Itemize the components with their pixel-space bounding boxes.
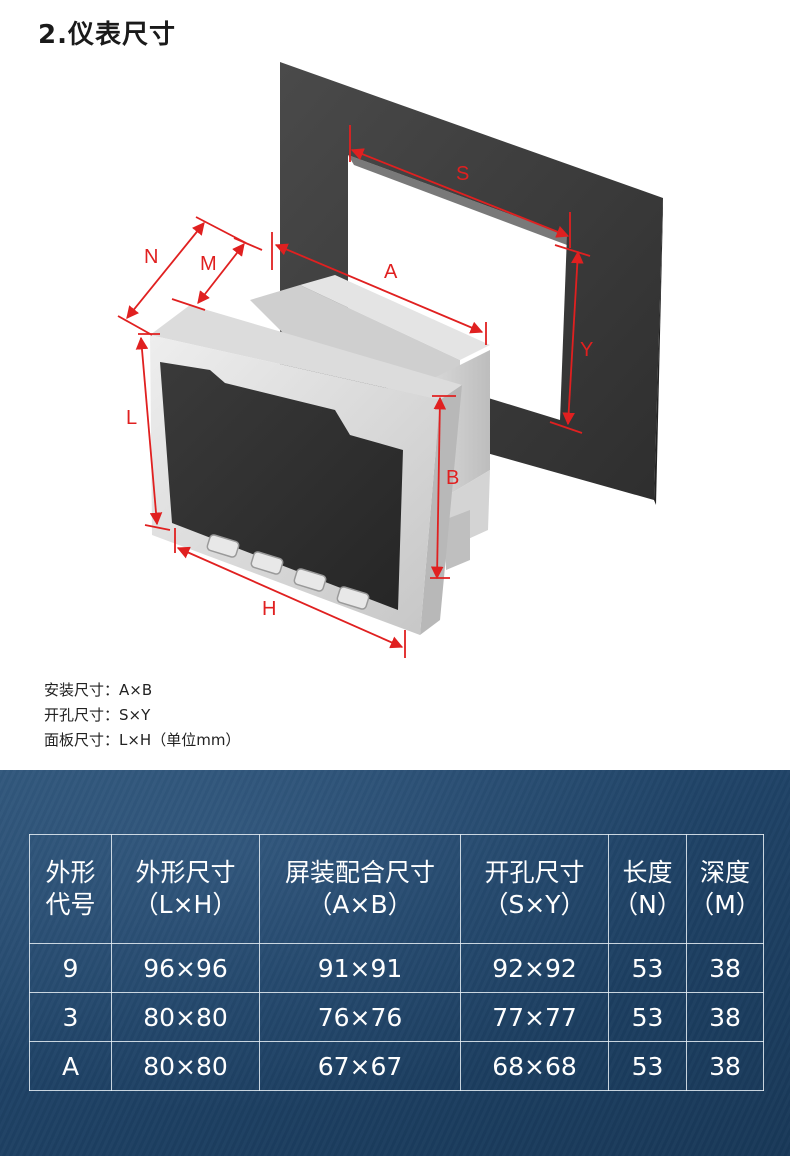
spec-table: 外形代号 外形尺寸（L×H） 屏装配合尺寸（A×B） 开孔尺寸（S×Y） 长度（… <box>29 834 764 1091</box>
cell-code: 3 <box>29 992 112 1042</box>
label-n: N <box>144 246 158 268</box>
cell-cutout: 92×92 <box>460 943 609 993</box>
label-b: B <box>446 467 459 489</box>
cell-fit: 76×76 <box>259 992 461 1042</box>
table-row: 3 80×80 76×76 77×77 53 38 <box>29 992 764 1042</box>
table-row: 9 96×96 91×91 92×92 53 38 <box>29 943 764 993</box>
cell-cutout: 68×68 <box>460 1041 609 1091</box>
cell-fit: 91×91 <box>259 943 461 993</box>
label-y: Y <box>580 339 593 361</box>
table-header-row: 外形代号 外形尺寸（L×H） 屏装配合尺寸（A×B） 开孔尺寸（S×Y） 长度（… <box>29 834 764 944</box>
cell-cutout: 77×77 <box>460 992 609 1042</box>
dimension-labels: S Y N M A L B H <box>126 163 593 620</box>
label-h: H <box>262 598 276 620</box>
label-l: L <box>126 407 137 429</box>
cell-length: 53 <box>608 943 687 993</box>
cell-depth: 38 <box>686 943 764 993</box>
cell-code: 9 <box>29 943 112 993</box>
header-code: 外形代号 <box>29 834 112 944</box>
cell-length: 53 <box>608 1041 687 1091</box>
cell-outline: 96×96 <box>111 943 260 993</box>
cell-depth: 38 <box>686 992 764 1042</box>
cell-outline: 80×80 <box>111 992 260 1042</box>
page-title: 2.仪表尺寸 <box>38 20 176 50</box>
spec-panel: 外形代号 外形尺寸（L×H） 屏装配合尺寸（A×B） 开孔尺寸（S×Y） 长度（… <box>0 770 790 1156</box>
cell-length: 53 <box>608 992 687 1042</box>
label-a: A <box>384 261 398 283</box>
note-cutout: 开孔尺寸：S×Y <box>44 706 151 724</box>
cell-outline: 80×80 <box>111 1041 260 1091</box>
cell-depth: 38 <box>686 1041 764 1091</box>
dimension-notes: 安装尺寸：A×B 开孔尺寸：S×Y 面板尺寸：L×H（单位mm） <box>44 678 240 753</box>
header-length: 长度（N） <box>608 834 687 944</box>
note-panel: 面板尺寸：L×H（单位mm） <box>44 731 241 749</box>
note-install: 安装尺寸：A×B <box>44 681 153 699</box>
cell-code: A <box>29 1041 112 1091</box>
cell-fit: 67×67 <box>259 1041 461 1091</box>
label-s: S <box>456 163 469 185</box>
header-outline: 外形尺寸（L×H） <box>111 834 260 944</box>
header-cutout: 开孔尺寸（S×Y） <box>460 834 609 944</box>
label-m: M <box>200 253 217 275</box>
header-depth: 深度（M） <box>686 834 764 944</box>
header-fit: 屏装配合尺寸（A×B） <box>259 834 461 944</box>
table-row: A 80×80 67×67 68×68 53 38 <box>29 1041 764 1091</box>
meter-dimension-diagram: S Y N M A L B H <box>117 62 663 658</box>
dimension-lines <box>117 125 591 658</box>
